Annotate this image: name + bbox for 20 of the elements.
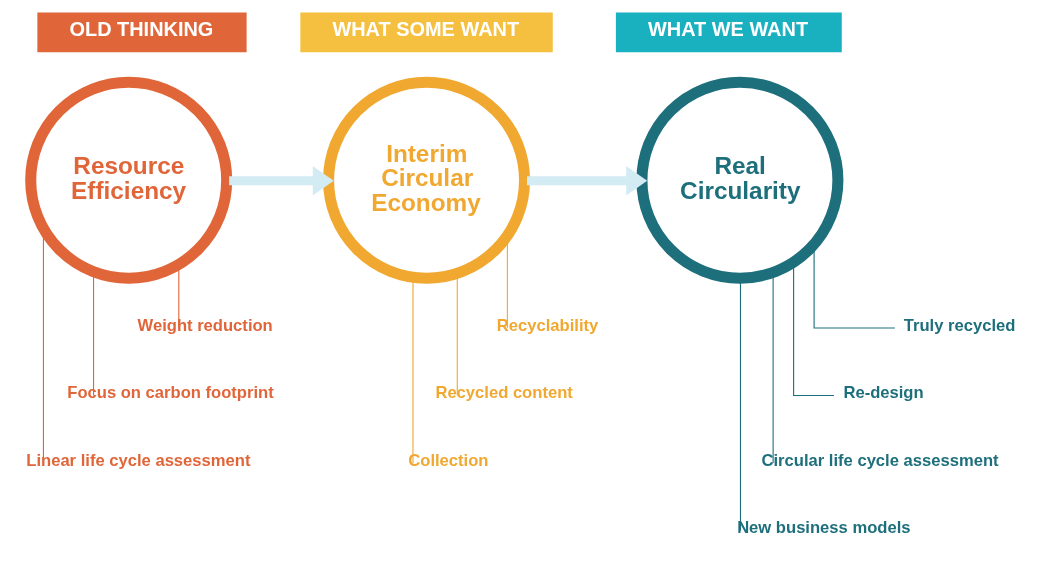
label: OLD THINKING xyxy=(68,18,213,41)
arrow xyxy=(228,166,334,196)
node-text: Re-design xyxy=(842,383,924,403)
node-text: Circular life cycle assessment xyxy=(760,450,999,470)
node-text: Recyclability xyxy=(496,315,598,335)
label: WHAT SOME WANT xyxy=(331,18,519,41)
node-text: Recycled content xyxy=(434,383,573,403)
connector xyxy=(739,280,741,532)
node-text: Truly recycled xyxy=(903,315,1015,335)
node-text: Focus on carbon footprint xyxy=(66,383,274,403)
node-text: Weight reduction xyxy=(137,315,273,335)
node-text: New business models xyxy=(736,518,911,538)
node-circle: Real Circularity xyxy=(635,76,843,284)
node-text: Collection xyxy=(407,450,488,470)
node-circle: Interim Circular Economy xyxy=(322,76,530,284)
node-circle: Resource Efficiency xyxy=(24,76,232,284)
label: WHAT WE WANT xyxy=(647,18,808,41)
node-text: Linear life cycle assessment xyxy=(25,450,250,470)
arrow xyxy=(526,166,647,196)
connector xyxy=(456,275,458,397)
